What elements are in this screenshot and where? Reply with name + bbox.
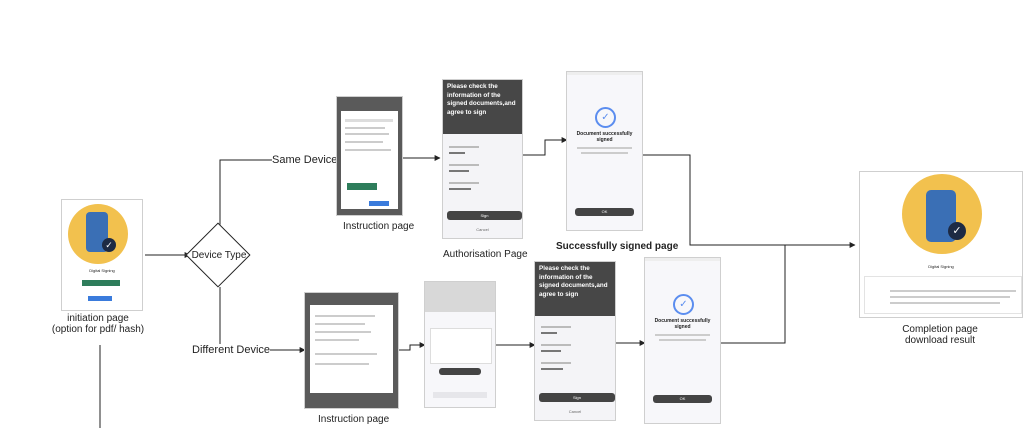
instruction-page-bottom-screenshot	[305, 293, 398, 408]
instruction-page-top-screenshot	[337, 97, 402, 215]
authorisation-bottom-header: Please check the information of the sign…	[535, 262, 615, 316]
authorisation-bottom-cancel-link[interactable]: Cancel	[568, 409, 582, 414]
same-device-label: Same Device	[272, 154, 338, 166]
success-page-bottom-screenshot: ✓ Document successfully signed OK	[645, 258, 720, 423]
authorisation-label: Authorisation Page	[443, 249, 528, 260]
sign-option-green-button[interactable]	[82, 280, 120, 286]
success-bottom-title: Document successfully signed	[654, 318, 711, 330]
authorisation-page-top-screenshot: Please check the information of the sign…	[443, 80, 522, 238]
authorisation-cancel-link[interactable]: Cancel	[476, 227, 489, 232]
initiation-screen-title: Digital Signing	[89, 268, 115, 273]
authorisation-sign-button[interactable]: Sign	[447, 211, 522, 220]
initiation-label: initiation page (option for pdf/ hash)	[51, 313, 145, 335]
device-type-label: Device Type	[191, 250, 247, 261]
scan-qr-button[interactable]	[433, 392, 487, 398]
authorisation-header: Please check the information of the sign…	[443, 80, 522, 134]
instruction-bottom-label: Instruction page	[318, 414, 390, 425]
success-page-top-screenshot: ✓ Document successfully signed OK	[567, 72, 642, 230]
success-bottom-check-icon: ✓	[673, 294, 694, 315]
different-device-label: Different Device	[192, 344, 271, 356]
mobile-app-screenshot	[425, 282, 495, 407]
sign-option-blue-button[interactable]	[88, 296, 112, 301]
success-top-title: Document successfully signed	[576, 131, 633, 143]
authorise-now-button[interactable]	[439, 368, 481, 375]
instruction-continue-button[interactable]	[369, 201, 389, 206]
authorisation-page-bottom-screenshot: Please check the information of the sign…	[535, 262, 615, 420]
success-top-ok-button[interactable]: OK	[575, 208, 634, 216]
success-bottom-ok-button[interactable]: OK	[653, 395, 712, 403]
success-check-icon: ✓	[595, 107, 616, 128]
completion-check-badge-icon: ✓	[948, 222, 966, 240]
initiation-page-screenshot: ✓ Digital Signing	[62, 200, 142, 310]
instruction-top-label: Instruction page	[343, 221, 415, 232]
completion-label: Completion page download result	[902, 324, 978, 346]
authorisation-bottom-sign-button[interactable]: Sign	[539, 393, 615, 402]
completion-screen-title: Digital Signing	[928, 264, 954, 269]
check-badge-icon: ✓	[102, 238, 116, 252]
instruction-app-button[interactable]	[347, 183, 377, 190]
completion-page-screenshot: ✓ Digital Signing	[860, 172, 1022, 317]
success-top-label: Successfully signed page	[556, 241, 679, 252]
